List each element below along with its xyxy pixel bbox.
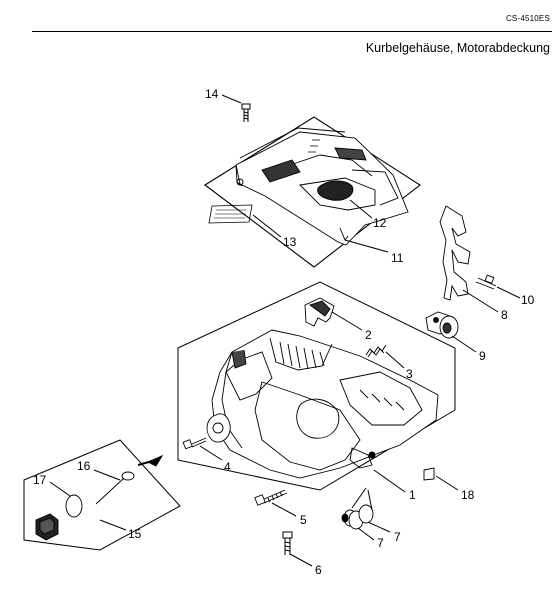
plug-cap [35, 513, 59, 541]
small-parts-box [23, 439, 181, 551]
callout-12: 12 [373, 216, 387, 230]
callout-8: 8 [501, 308, 508, 322]
callout-4: 4 [224, 460, 231, 474]
long-screw [254, 489, 288, 506]
bushings [341, 504, 374, 530]
small-square-part [423, 467, 435, 481]
callout-9: 9 [479, 349, 486, 363]
chain-guide [425, 311, 459, 339]
callout-7a: 7 [377, 536, 384, 550]
crankcase-drawing [206, 329, 439, 479]
o-ring [65, 494, 83, 518]
callout-1: 1 [409, 488, 416, 502]
callout-6: 6 [315, 563, 322, 577]
callout-7b: 7 [394, 530, 401, 544]
callout-2: 2 [365, 328, 372, 342]
callout-10: 10 [521, 293, 535, 307]
cover-screw [241, 103, 251, 122]
header-rule [32, 31, 552, 32]
callout-17: 17 [33, 473, 47, 487]
small-screw [182, 437, 207, 450]
callout-14: 14 [205, 87, 219, 101]
spike-bumper [439, 205, 471, 301]
pin-part [95, 471, 135, 505]
cover-group-box [204, 116, 421, 268]
bumper-screw [475, 274, 497, 290]
callout-11: 11 [391, 251, 404, 265]
callout-16: 16 [77, 459, 91, 473]
page-title: Kurbelgehäuse, Motorabdeckung [365, 41, 550, 55]
callout-3: 3 [406, 367, 413, 381]
label-sticker [208, 204, 253, 224]
crankcase-group-box [177, 281, 456, 491]
callout-18: 18 [461, 488, 475, 502]
model-code: CS-4510ES [505, 14, 550, 23]
engine-cover-drawing [235, 127, 409, 246]
callout-13: 13 [283, 235, 297, 249]
callout-5: 5 [300, 513, 307, 527]
clip-part [304, 297, 335, 327]
callout-15: 15 [128, 527, 142, 541]
spring-part [365, 344, 387, 358]
bolt [282, 531, 293, 555]
